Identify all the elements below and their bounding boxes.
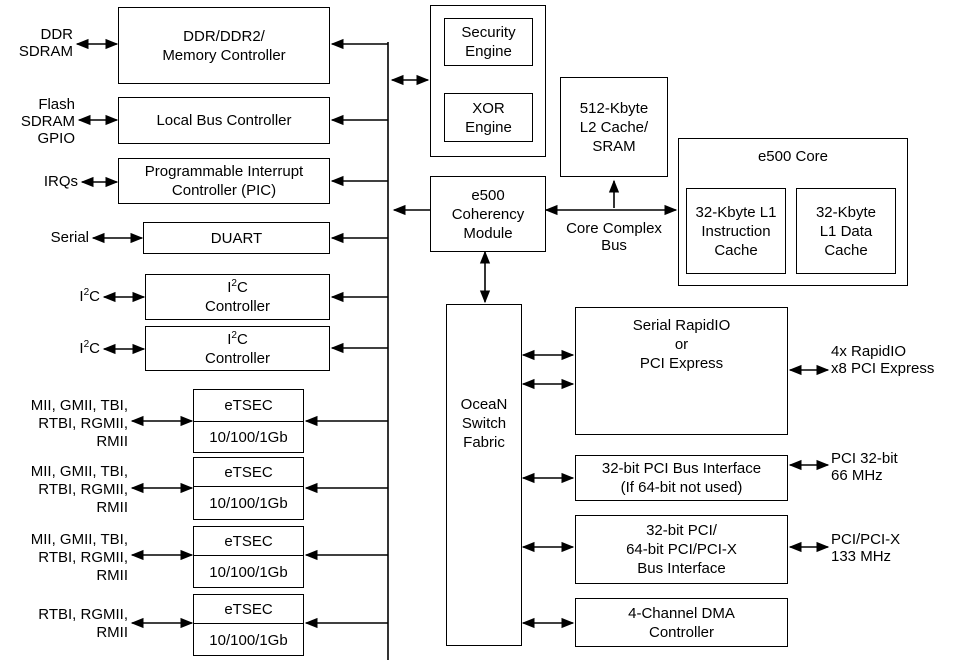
irqs-label: IRQs	[43, 173, 78, 190]
local-bus-controller: Local Bus Controller	[118, 97, 330, 144]
duart-block: DUART	[143, 222, 330, 254]
i2c-controller-1: I2C Controller	[145, 274, 330, 320]
ocean-switch-fabric: OceaN Switch Fabric	[446, 304, 522, 646]
etsec4-interface-label: RTBI, RGMII, RMII	[38, 606, 128, 641]
ddr-memory-controller: DDR/DDR2/ Memory Controller	[118, 7, 330, 84]
etsec-block-2: eTSEC 10/100/1Gb	[193, 457, 304, 520]
l1-instruction-cache: 32-Kbyte L1 Instruction Cache	[686, 188, 786, 274]
core-complex-bus-label: Core Complex Bus	[566, 220, 662, 254]
pci32-label: PCI 32-bit 66 MHz	[831, 450, 898, 484]
etsec-block-3: eTSEC 10/100/1Gb	[193, 526, 304, 588]
srio-pcie-block: Serial RapidIO or PCI Express	[575, 307, 788, 435]
flash-sdram-gpio-label: Flash SDRAM GPIO	[20, 96, 75, 147]
pci32-bus-interface: 32-bit PCI Bus Interface (If 64-bit not …	[575, 455, 788, 501]
interrupt-controller: Programmable Interrupt Controller (PIC)	[118, 158, 330, 204]
etsec-block-1: eTSEC 10/100/1Gb	[193, 389, 304, 453]
l2-cache-sram: 512-Kbyte L2 Cache/ SRAM	[560, 77, 668, 177]
i2c-controller-2: I2C Controller	[145, 326, 330, 371]
xor-engine: XOR Engine	[444, 93, 533, 142]
etsec-block-4: eTSEC 10/100/1Gb	[193, 594, 304, 656]
etsec1-interface-label: MII, GMII, TBI, RTBI, RGMII, RMII	[30, 397, 128, 450]
l1-data-cache: 32-Kbyte L1 Data Cache	[796, 188, 896, 274]
rapidio-pcie-label: 4x RapidIO x8 PCI Express	[831, 343, 935, 377]
security-engine: Security Engine	[444, 18, 533, 66]
etsec2-interface-label: MII, GMII, TBI, RTBI, RGMII, RMII	[30, 463, 128, 516]
serial-label: Serial	[50, 229, 89, 246]
dma-controller: 4-Channel DMA Controller	[575, 598, 788, 647]
ddr-sdram-label: DDR SDRAM	[18, 26, 73, 60]
coherency-module: e500 Coherency Module	[430, 176, 546, 252]
etsec3-interface-label: MII, GMII, TBI, RTBI, RGMII, RMII	[30, 531, 128, 584]
i2c-label-1: I2C	[79, 287, 100, 306]
pcix-label: PCI/PCI-X 133 MHz	[831, 531, 901, 565]
pci64-bus-interface: 32-bit PCI/ 64-bit PCI/PCI-X Bus Interfa…	[575, 515, 788, 584]
i2c-label-2: I2C	[79, 339, 100, 358]
